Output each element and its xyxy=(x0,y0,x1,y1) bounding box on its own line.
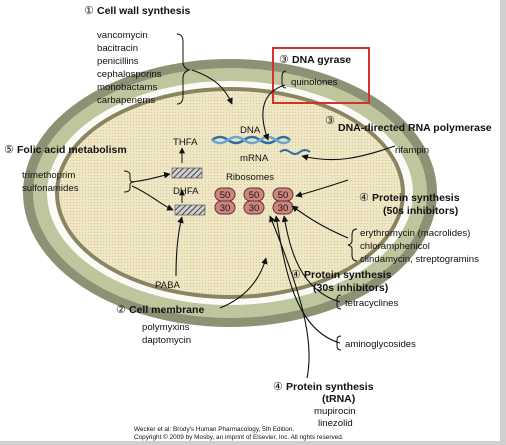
dhfa-label: DHFA xyxy=(173,186,199,197)
folic-acid-drug-2: sulfonamides xyxy=(22,183,79,194)
protein-50s-drug-2: chloramphenicol xyxy=(360,241,430,252)
paba-arrow xyxy=(175,216,184,277)
protein-trna-drug-1: mupirocin xyxy=(314,406,356,417)
dna-gyrase-drug-1: quinolones xyxy=(291,77,338,88)
cell-wall-drug-6: carbapenems xyxy=(97,95,155,106)
folic-acid-number: ⑤ xyxy=(4,144,14,156)
thfa-label: THFA xyxy=(173,137,198,148)
ribosome-2-small-subunit: 30 xyxy=(249,203,260,214)
cell-membrane-heading: Cell membrane xyxy=(129,304,204,316)
dna-strand-2 xyxy=(211,135,291,145)
ribosome-1-small-subunit: 30 xyxy=(220,203,231,214)
dhfr-enzyme-block xyxy=(171,167,203,179)
dna-strand-1 xyxy=(211,135,291,145)
rna-polymerase-drug-1: rifampin xyxy=(395,145,429,156)
ribosome-2 xyxy=(243,187,265,215)
ribosome-1-large-subunit: 50 xyxy=(220,190,231,201)
trimethoprim-arrow xyxy=(131,171,171,183)
rna-polymerase-number: ③ xyxy=(325,115,335,127)
tetracyclines-bracket xyxy=(336,294,342,310)
cell-wall-drugs-brace xyxy=(176,33,191,105)
cell-wall-number: ① xyxy=(84,5,94,17)
dhps-enzyme-block xyxy=(174,204,206,216)
protein-30s-heading: Protein synthesis xyxy=(304,269,392,281)
protein-trna-number: ④ xyxy=(273,381,283,393)
protein-50s-drug-3: clindamycin, streptogramins xyxy=(360,254,479,265)
cell-membrane-arrow xyxy=(219,257,268,309)
cell-membrane-drug-2: daptomycin xyxy=(142,335,191,346)
50s-drugs-arrow xyxy=(291,205,349,239)
dna-gyrase-highlight-box xyxy=(272,47,370,104)
ribosome-3-small-subunit: 30 xyxy=(278,203,289,214)
cell-wall-drug-1: vancomycin xyxy=(97,30,148,41)
sulfonamides-arrow xyxy=(131,185,174,211)
cell-wall-drug-5: monobactams xyxy=(97,82,157,93)
cell-membrane-number: ② xyxy=(116,304,126,316)
source-credit-line-1: Wecker et al: Brody's Human Pharmacology… xyxy=(134,426,294,433)
rna-polymerase-heading: DNA-directed RNA polymerase xyxy=(338,122,492,134)
protein-trna-drug-2: linezolid xyxy=(318,418,353,429)
mrna-label: mRNA xyxy=(240,153,269,164)
tetracyclines-arrow xyxy=(281,215,341,303)
protein-50s-subheading: (50s inhibitors) xyxy=(383,205,458,217)
cell-wall-arrow xyxy=(191,69,233,105)
50s-drugs-brace xyxy=(347,228,358,262)
quinolones-bracket xyxy=(281,70,287,89)
trna-inhibitors-arrow xyxy=(269,215,310,379)
mrna-strand xyxy=(279,149,311,155)
cell-wall-drug-2: bacitracin xyxy=(97,43,138,54)
paba-label: PABA xyxy=(155,280,180,291)
protein-50s-drug-1: erythromycin (macrolides) xyxy=(360,228,470,239)
protein-50s-number: ④ xyxy=(359,192,369,204)
50s-inhibitors-arrow xyxy=(295,179,349,198)
protein-30s-drug-1: tetracyclines xyxy=(345,298,399,309)
cell-membrane-drug-1: polymyxins xyxy=(142,322,190,333)
protein-30s-number: ④ xyxy=(291,269,301,281)
dna-gyrase-number: ③ xyxy=(279,54,289,66)
aminoglycosides-arrow xyxy=(273,215,341,344)
cell-wall-heading: Cell wall synthesis xyxy=(97,5,191,17)
ribosome-3-large-subunit: 50 xyxy=(278,190,289,201)
cell-wall-drug-4: cephalosporins xyxy=(97,69,162,80)
source-credit-line-2: Copyright © 2009 by Mosby, an imprint of… xyxy=(134,433,344,441)
aminoglycosides-bracket xyxy=(336,335,342,351)
ribosome-1 xyxy=(214,187,236,215)
dna-label: DNA xyxy=(240,125,261,136)
dna-gyrase-arrow xyxy=(262,84,286,141)
protein-30s-subheading: (30s inhibitors) xyxy=(313,282,388,294)
rna-polymerase-arrow xyxy=(301,145,396,161)
dna-gyrase-heading: DNA gyrase xyxy=(292,54,351,66)
protein-trna-heading: Protein synthesis xyxy=(286,381,374,393)
protein-30s-drug-2: aminoglycosides xyxy=(345,339,416,350)
folic-acid-heading: Folic acid metabolism xyxy=(17,144,127,156)
folic-acid-drug-1: trimethoprim xyxy=(22,170,75,181)
ribosome-2-large-subunit: 50 xyxy=(249,190,260,201)
protein-50s-heading: Protein synthesis xyxy=(372,192,460,204)
protein-trna-subheading: (tRNA) xyxy=(322,393,355,405)
cell-wall-drug-3: penicillins xyxy=(97,56,139,67)
ribosomes-label: Ribosomes xyxy=(226,172,274,183)
